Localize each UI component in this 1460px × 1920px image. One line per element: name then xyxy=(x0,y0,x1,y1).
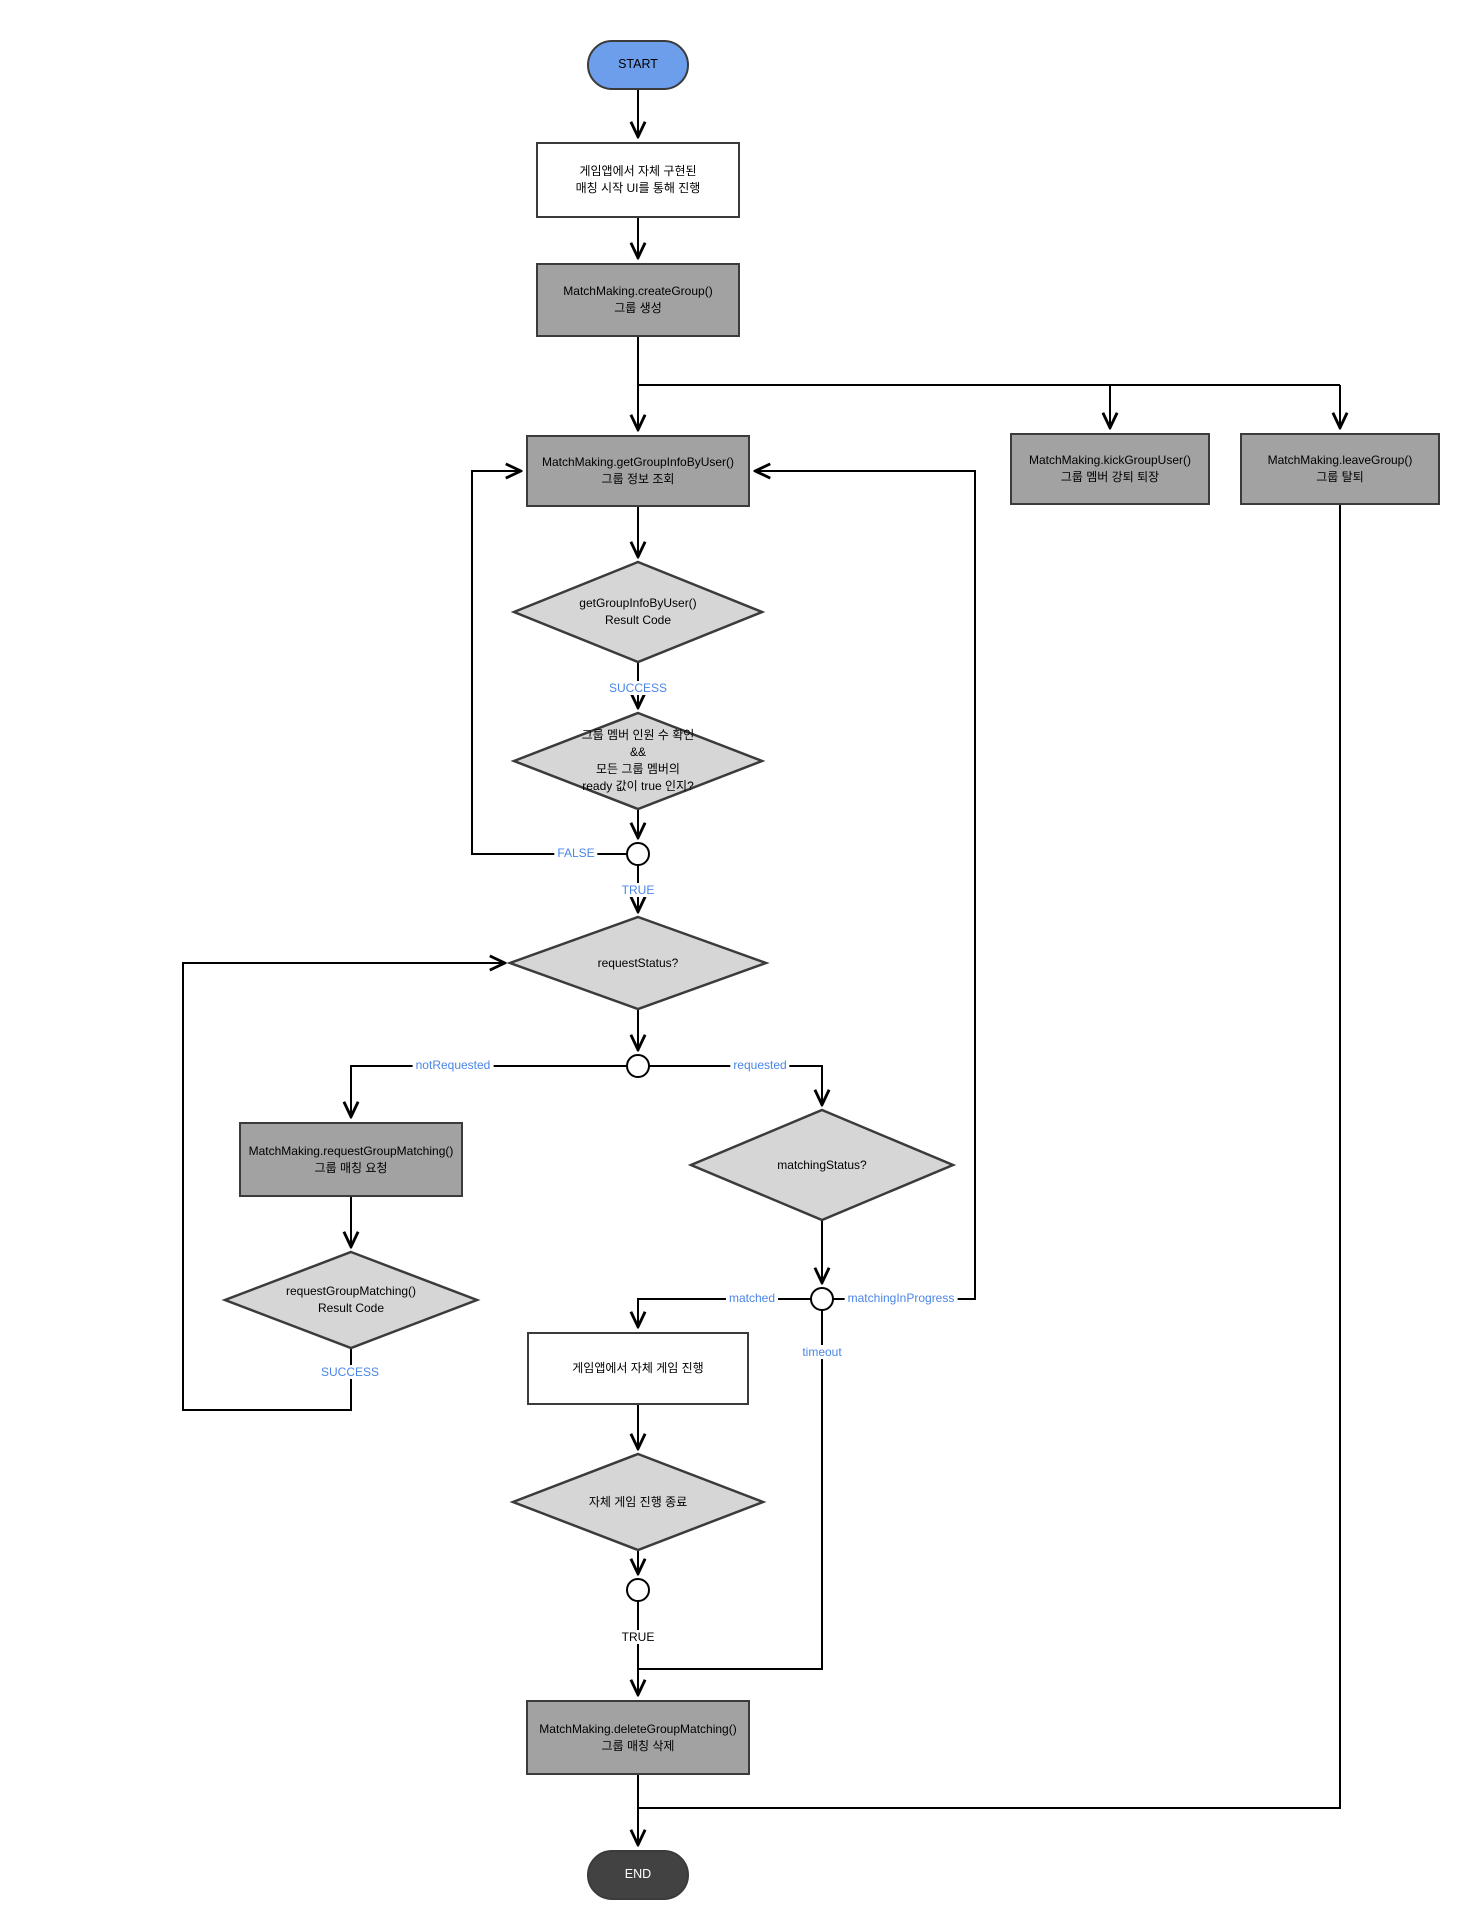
edge-label-success-info: SUCCESS xyxy=(605,681,671,695)
junction-matching-split xyxy=(810,1287,834,1311)
edge-false-loop xyxy=(471,471,627,855)
decision-matching-status xyxy=(687,1108,957,1222)
edge-matched xyxy=(638,1298,811,1326)
edge-label-requested: requested xyxy=(730,1058,790,1072)
edge-label-timeout: timeout xyxy=(799,1345,845,1359)
decision-request-status xyxy=(506,915,770,1011)
decision-game-play-end xyxy=(509,1452,767,1552)
junction-false-true xyxy=(626,842,650,866)
edge-label-false: FALSE xyxy=(554,846,598,860)
start-terminal: START xyxy=(587,40,689,90)
decision-info-result-code xyxy=(510,560,766,664)
edge-label-matchinginprogress: matchingInProgress xyxy=(844,1291,958,1305)
get-group-info-box: MatchMaking.getGroupInfoByUser() 그룹 정보 조… xyxy=(526,435,750,507)
edge-timeout xyxy=(638,1310,823,1670)
junction-game-end xyxy=(626,1578,650,1602)
create-group-box: MatchMaking.createGroup() 그룹 생성 xyxy=(536,263,740,337)
request-group-matching-box: MatchMaking.requestGroupMatching() 그룹 매칭… xyxy=(239,1122,463,1197)
edge-success-loop xyxy=(182,963,504,1411)
edge-label-true-game-end: TRUE xyxy=(618,1630,658,1644)
edge-label-success-request: SUCCESS xyxy=(317,1365,383,1379)
game-play-box: 게임앱에서 자체 게임 진행 xyxy=(527,1332,749,1405)
edge-requested xyxy=(649,1065,822,1104)
end-terminal: END xyxy=(587,1850,689,1900)
delete-group-matching-box: MatchMaking.deleteGroupMatching() 그룹 매칭 … xyxy=(526,1700,750,1775)
ui-entry-box: 게임앱에서 자체 구현된 매칭 시작 UI를 통해 진행 xyxy=(536,142,740,218)
decision-request-result-code xyxy=(221,1250,481,1350)
edge-label-true: TRUE xyxy=(618,883,658,897)
edge-label-matched: matched xyxy=(725,1291,779,1305)
edge-leavegroup-loop xyxy=(638,505,1341,1809)
edge-notrequested xyxy=(351,1065,627,1116)
kick-group-user-box: MatchMaking.kickGroupUser() 그룹 멤버 강퇴 퇴장 xyxy=(1010,433,1210,505)
leave-group-box: MatchMaking.leaveGroup() 그룹 탈퇴 xyxy=(1240,433,1440,505)
junction-request-split xyxy=(626,1054,650,1078)
decision-member-ready-check xyxy=(510,711,766,811)
edge-label-notrequested: notRequested xyxy=(412,1058,494,1072)
